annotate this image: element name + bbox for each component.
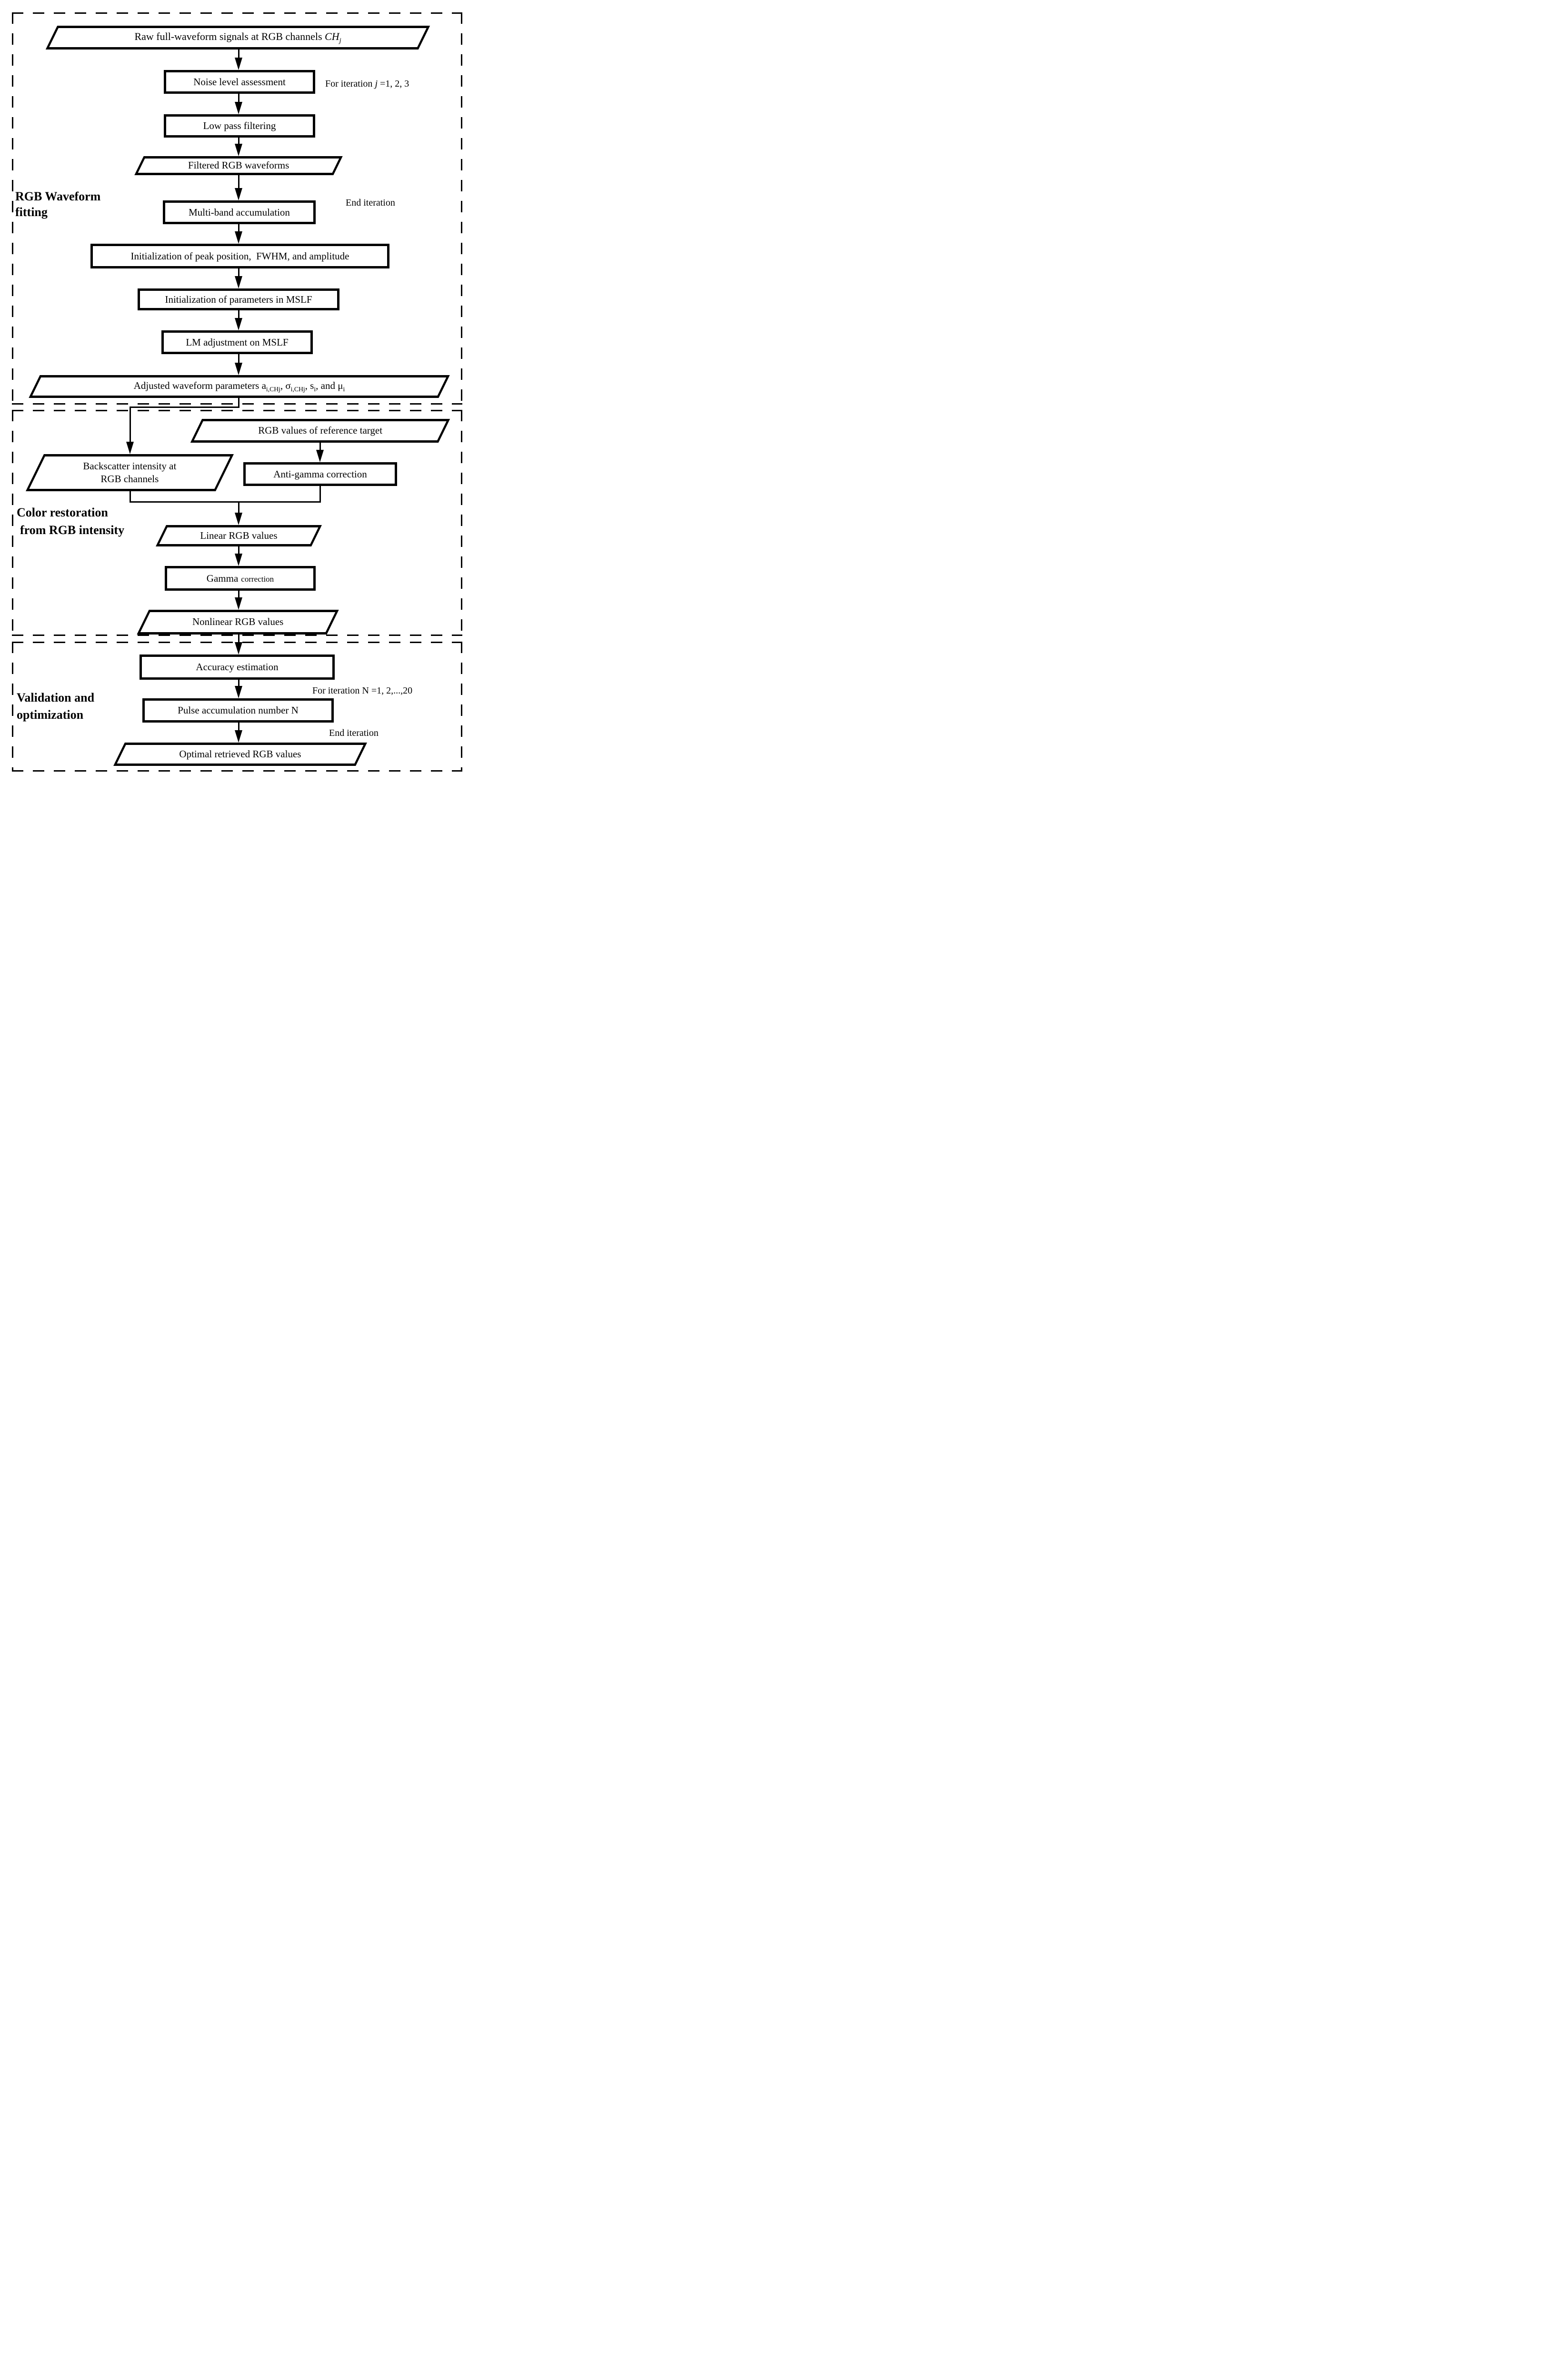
arrow-gamma-to-nonlinear-head	[235, 597, 242, 610]
node-raw-signals-label: Raw full-waveform signals at RGB channel…	[134, 30, 341, 45]
node-init-mslf-label: Initialization of parameters in MSLF	[165, 293, 312, 305]
arrow-raw-to-noise-head	[235, 58, 242, 70]
flowchart-canvas: RGB Waveform fitting Color restoration f…	[0, 0, 467, 782]
arrow-rgbref-to-antigamma-line	[319, 443, 321, 451]
node-rgb-reference-label: RGB values of reference target	[258, 425, 382, 436]
arrow-initmslf-to-lm-line	[238, 310, 239, 319]
arrow-lm-to-adjusted-head	[235, 363, 242, 375]
node-optimal-rgb-label: Optimal retrieved RGB values	[179, 748, 301, 760]
arrow-accuracy-to-pulse-line	[238, 680, 239, 687]
section2-label-line1: Color restoration	[17, 506, 108, 519]
section2-label-line2: from RGB intensity	[20, 523, 125, 537]
section1-label-line1: RGB Waveform	[15, 189, 101, 203]
node-rgb-reference: RGB values of reference target	[190, 419, 450, 443]
arrow-linear-to-gamma-head	[235, 554, 242, 566]
arrow-nonlinear-to-accuracy-line	[238, 635, 239, 643]
section3-border-left	[12, 642, 13, 772]
arrow-noise-to-lowpass-head	[235, 102, 242, 114]
node-lowpass-filtering-label: Low pass filtering	[203, 120, 276, 132]
node-adjusted-parameters-label: Adjusted waveform parameters ai,CHj, σi,…	[133, 380, 345, 393]
arrow-multiband-to-initpeak-line	[238, 224, 239, 233]
node-noise-assessment: Noise level assessment	[164, 70, 315, 94]
node-multiband-accumulation: Multi-band accumulation	[163, 200, 316, 224]
section1-label-line2: fitting	[15, 205, 48, 219]
arrow-pulse-to-optimal-head	[235, 730, 242, 743]
section3-label-line2: optimization	[17, 708, 84, 722]
arrow-multiband-to-initpeak-head	[235, 231, 242, 244]
section2-label: Color restoration from RGB intensity	[17, 504, 124, 539]
section2-border-top	[12, 410, 462, 411]
section1-border-left	[12, 12, 13, 405]
section3-label-line1: Validation and	[17, 691, 95, 704]
node-init-peak-label: Initialization of peak position, FWHM, a…	[130, 250, 349, 262]
node-lowpass-filtering: Low pass filtering	[164, 114, 315, 138]
connector-backscatter-down-line	[130, 491, 131, 503]
section1-border-right	[461, 12, 462, 405]
node-nonlinear-rgb-label: Nonlinear RGB values	[192, 616, 284, 628]
connector-antigamma-down-line	[319, 486, 321, 503]
arrow-gamma-to-nonlinear-line	[238, 591, 239, 598]
arrow-adjusted-to-backscatter-head	[126, 442, 134, 454]
annotation-end-iteration-1: End iteration	[346, 198, 395, 208]
node-init-mslf: Initialization of parameters in MSLF	[138, 288, 339, 310]
annotation-end-iteration-2: End iteration	[329, 728, 379, 738]
node-accuracy-estimation: Accuracy estimation	[140, 654, 335, 680]
arrow-filtered-to-multiband-line	[238, 175, 239, 189]
node-noise-assessment-label: Noise level assessment	[193, 76, 286, 88]
node-raw-signals: Raw full-waveform signals at RGB channel…	[45, 26, 430, 50]
section1-border-top	[12, 12, 462, 14]
node-pulse-accumulation: Pulse accumulation number N	[142, 698, 334, 723]
node-accuracy-estimation-label: Accuracy estimation	[196, 661, 279, 673]
node-pulse-accumulation-label: Pulse accumulation number N	[178, 704, 299, 716]
node-optimal-rgb: Optimal retrieved RGB values	[113, 743, 367, 766]
node-antigamma-correction: Anti-gamma correction	[243, 462, 397, 486]
arrow-initpeak-to-initmslf-head	[235, 276, 242, 288]
arrow-filtered-to-multiband-head	[235, 188, 242, 200]
node-linear-rgb: Linear RGB values	[156, 525, 322, 546]
arrow-pulse-to-optimal-line	[238, 723, 239, 731]
arrow-nonlinear-to-accuracy-head	[235, 642, 242, 654]
node-adjusted-parameters: Adjusted waveform parameters ai,CHj, σi,…	[29, 375, 450, 398]
annotation-for-iteration-j: For iteration j =1, 2, 3	[325, 79, 409, 89]
connector-adjusted-elbow-line	[130, 407, 239, 408]
arrow-linear-to-gamma-line	[238, 546, 239, 555]
node-lm-adjustment: LM adjustment on MSLF	[161, 330, 313, 354]
node-backscatter-intensity: Backscatter intensity at RGB channels	[25, 454, 234, 491]
section1-border-bottom	[12, 403, 462, 405]
arrow-noise-to-lowpass-line	[238, 94, 239, 103]
node-multiband-accumulation-label: Multi-band accumulation	[189, 206, 290, 218]
arrow-adjusted-to-backscatter-line	[130, 407, 131, 443]
node-linear-rgb-label: Linear RGB values	[200, 529, 278, 541]
arrow-lowpass-to-filtered-line	[238, 138, 239, 145]
arrow-merge-to-linear-head	[235, 513, 242, 525]
section2-border-bottom	[12, 635, 462, 636]
arrow-initpeak-to-initmslf-line	[238, 268, 239, 278]
arrow-raw-to-noise-line	[238, 50, 239, 59]
node-lm-adjustment-label: LM adjustment on MSLF	[186, 336, 289, 348]
node-backscatter-intensity-label: Backscatter intensity at RGB channels	[83, 460, 177, 485]
section3-border-bottom	[12, 770, 462, 772]
arrow-lowpass-to-filtered-head	[235, 144, 242, 156]
arrow-lm-to-adjusted-line	[238, 354, 239, 364]
connector-merge-horizontal-line	[130, 501, 321, 503]
node-nonlinear-rgb: Nonlinear RGB values	[137, 610, 339, 635]
arrow-accuracy-to-pulse-head	[235, 686, 242, 698]
arrow-merge-to-linear-line	[238, 501, 239, 514]
node-filtered-waveforms: Filtered RGB waveforms	[134, 156, 343, 175]
section3-border-right	[461, 642, 462, 772]
node-antigamma-correction-label: Anti-gamma correction	[273, 468, 367, 480]
section1-label: RGB Waveform fitting	[15, 188, 100, 220]
annotation-for-iteration-n: For iteration N =1, 2,...,20	[312, 685, 413, 696]
arrow-initmslf-to-lm-head	[235, 318, 242, 330]
section3-label: Validation and optimization	[17, 689, 94, 724]
section2-border-left	[12, 410, 13, 636]
arrow-rgbref-to-antigamma-head	[316, 450, 324, 462]
section2-border-right	[461, 410, 462, 636]
connector-adjusted-down-line	[238, 398, 239, 408]
node-init-peak: Initialization of peak position, FWHM, a…	[90, 244, 389, 268]
node-filtered-waveforms-label: Filtered RGB waveforms	[188, 159, 289, 171]
